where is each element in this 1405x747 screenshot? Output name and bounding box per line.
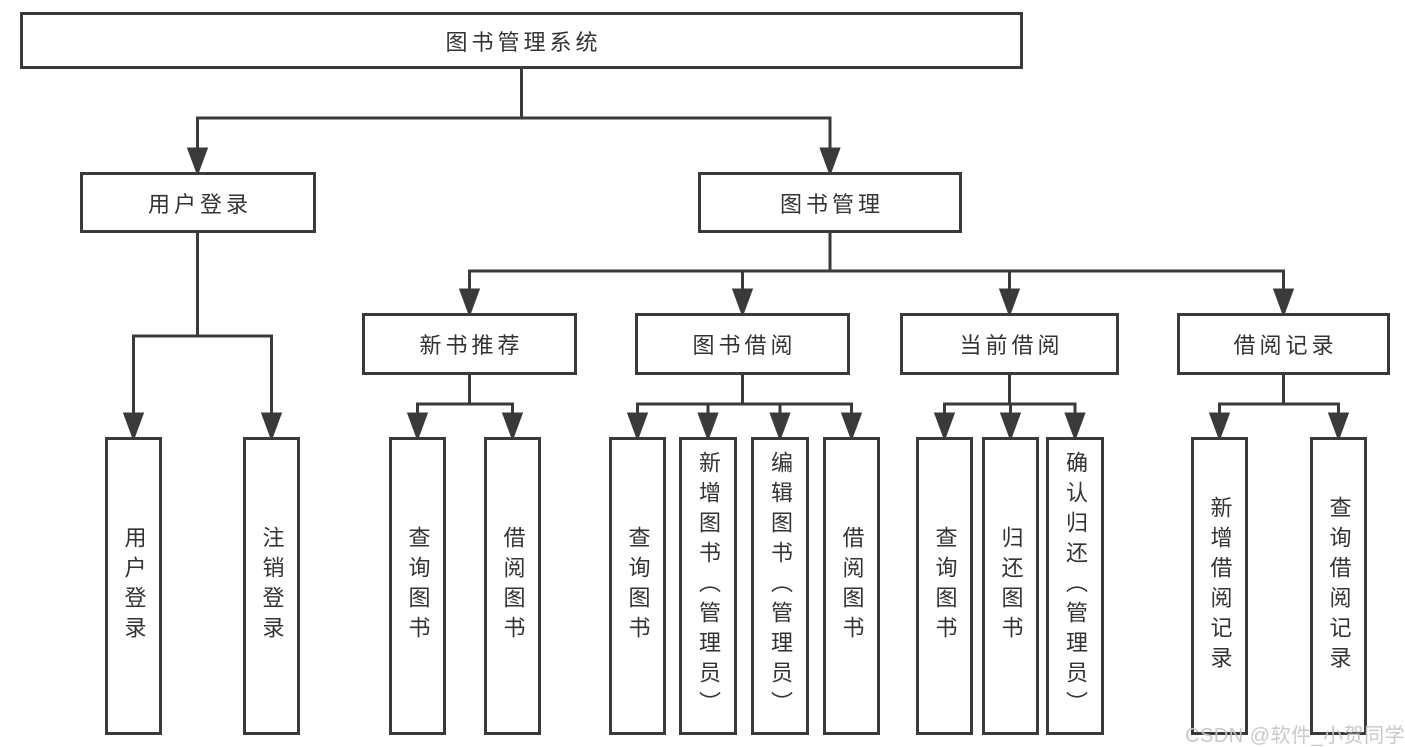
node-new-book-recommend: 新书推荐 <box>362 313 577 375</box>
csdn-watermark: CSDN @软件_小贺同学 <box>1185 725 1405 747</box>
leaf-borrow-query-books-label: 查询图书 <box>625 526 651 646</box>
leaf-borrow-add-books-admin: 新增图书（管理员） <box>679 437 737 735</box>
leaf-borrow-borrow-books: 借阅图书 <box>823 437 880 735</box>
node-book-borrow: 图书借阅 <box>635 313 850 375</box>
leaf-user-login-label: 用户登录 <box>121 526 147 646</box>
leaf-current-query-books-label: 查询图书 <box>932 526 958 646</box>
leaf-borrow-edit-books-admin-label: 编辑图书（管理员） <box>768 451 793 721</box>
leaf-newbook-query-books: 查询图书 <box>389 437 446 735</box>
leaf-newbook-borrow-books: 借阅图书 <box>484 437 541 735</box>
leaf-records-add-record-label: 新增借阅记录 <box>1207 496 1233 676</box>
leaf-newbook-borrow-books-label: 借阅图书 <box>500 526 526 646</box>
node-current-borrow: 当前借阅 <box>900 313 1119 375</box>
node-user-login: 用户登录 <box>80 172 316 233</box>
leaf-logout: 注销登录 <box>243 437 300 735</box>
leaf-logout-label: 注销登录 <box>259 526 285 646</box>
leaf-newbook-query-books-label: 查询图书 <box>405 526 431 646</box>
node-book-management: 图书管理 <box>698 172 962 233</box>
leaf-borrow-borrow-books-label: 借阅图书 <box>839 526 865 646</box>
leaf-current-return-books-label: 归还图书 <box>998 526 1024 646</box>
leaf-current-query-books: 查询图书 <box>916 437 973 735</box>
node-root-system: 图书管理系统 <box>20 12 1023 69</box>
leaf-records-query-record: 查询借阅记录 <box>1310 437 1367 735</box>
leaf-records-add-record: 新增借阅记录 <box>1191 437 1248 735</box>
leaf-records-query-record-label: 查询借阅记录 <box>1326 496 1352 676</box>
leaf-current-confirm-return-admin: 确认归还（管理员） <box>1046 437 1104 735</box>
leaf-current-confirm-return-admin-label: 确认归还（管理员） <box>1063 451 1088 721</box>
leaf-borrow-add-books-admin-label: 新增图书（管理员） <box>696 451 721 721</box>
leaf-current-return-books: 归还图书 <box>982 437 1039 735</box>
leaf-user-login: 用户登录 <box>105 437 162 735</box>
leaf-borrow-query-books: 查询图书 <box>609 437 666 735</box>
node-borrow-records: 借阅记录 <box>1177 313 1390 375</box>
leaf-borrow-edit-books-admin: 编辑图书（管理员） <box>751 437 809 735</box>
